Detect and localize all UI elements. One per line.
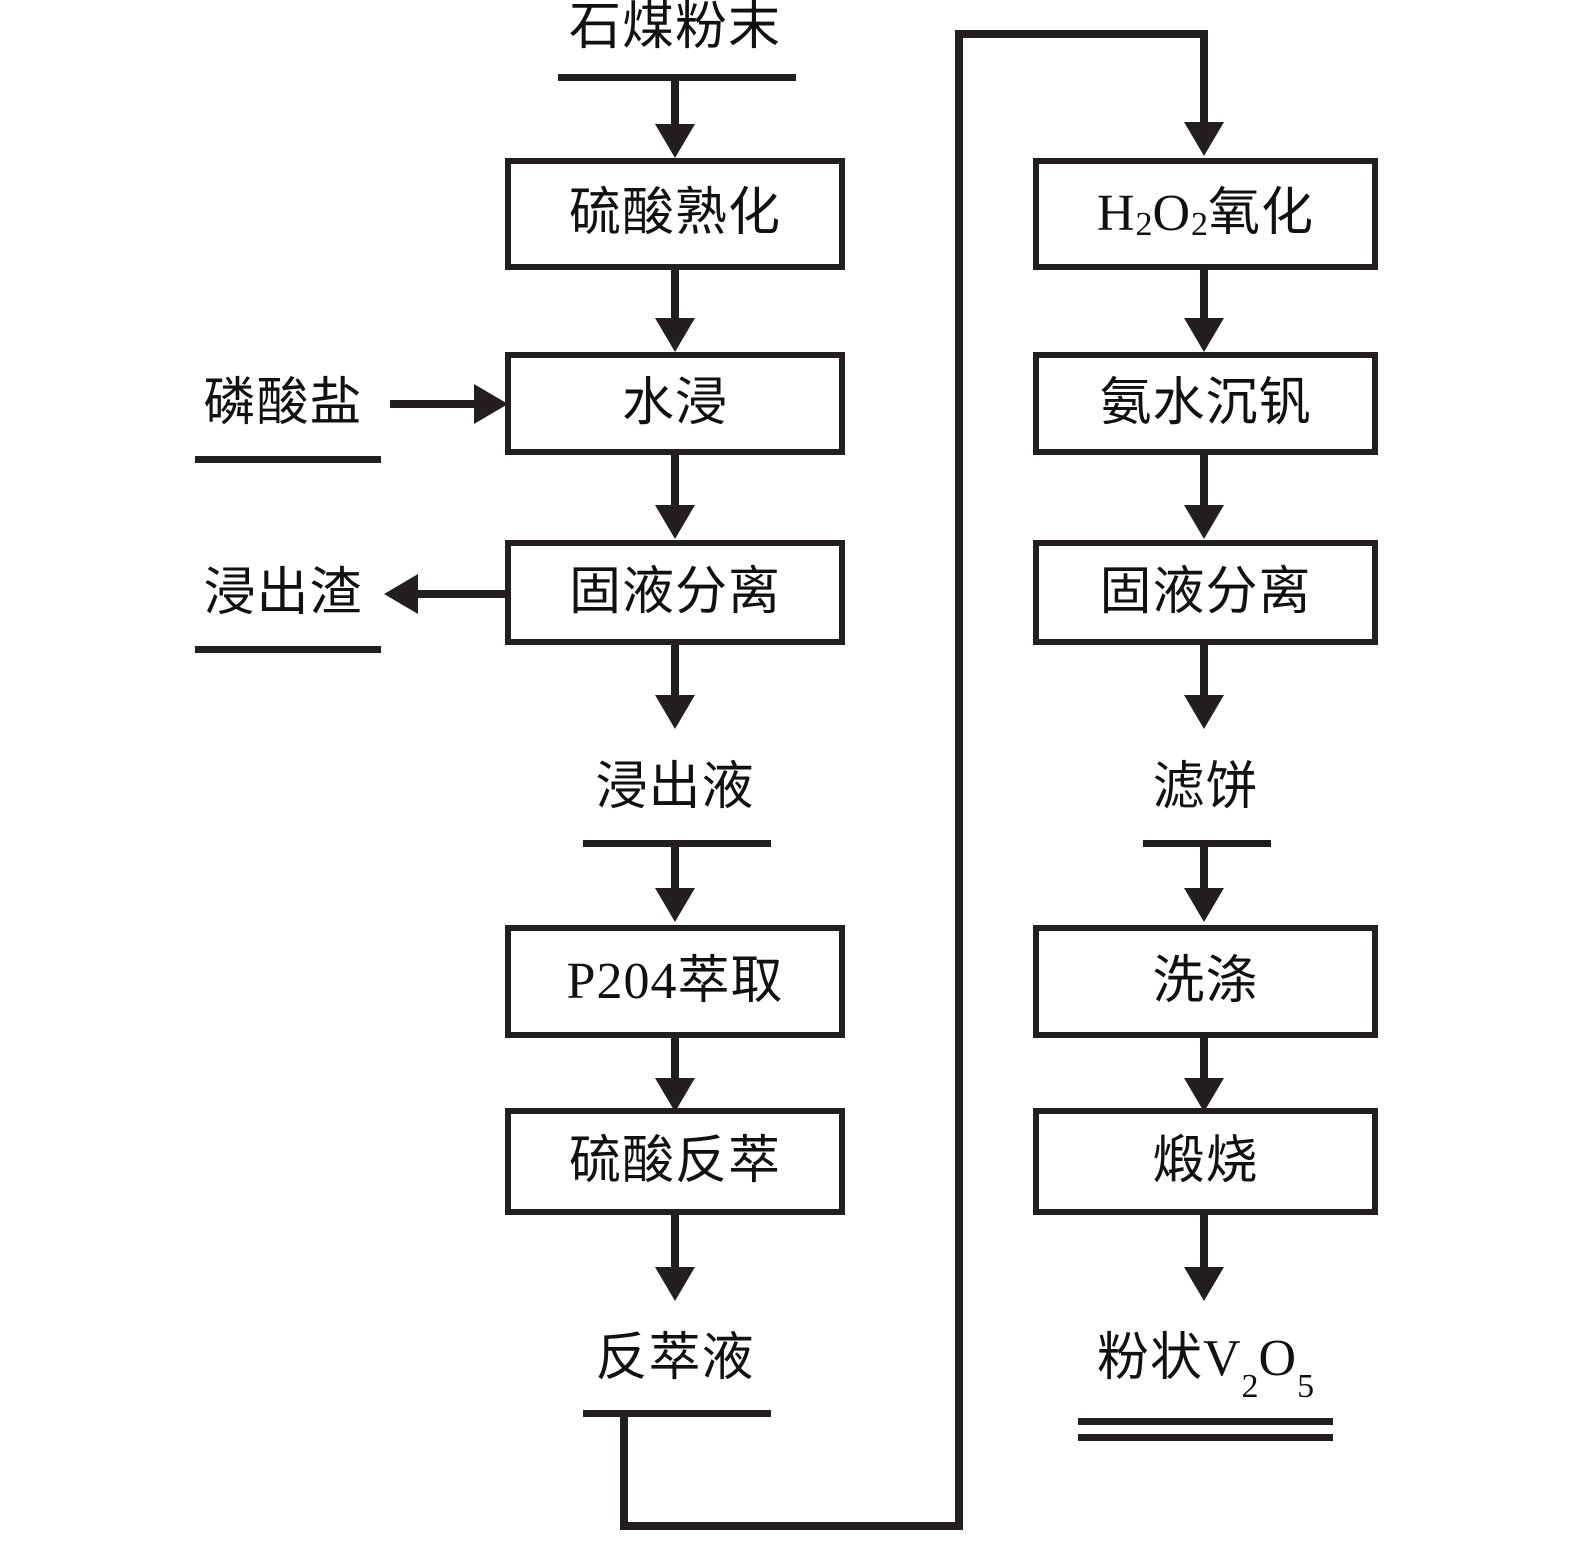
connector-leachate-to-p204 bbox=[671, 843, 679, 893]
recycle-line-up-right-side bbox=[955, 30, 963, 1530]
connector-phosphate-to-water-leaching bbox=[390, 400, 482, 408]
arrowhead-curing-to-water-leaching bbox=[655, 318, 695, 352]
recycle-line-bottom bbox=[620, 1522, 963, 1530]
arrowhead-input-to-curing bbox=[655, 124, 695, 158]
connector-water-leaching-to-separation bbox=[671, 455, 679, 517]
underline-phosphate bbox=[195, 456, 381, 463]
process-box-solid-liquid-separation-right[interactable]: 固液分离 bbox=[1033, 540, 1378, 645]
connector-input-to-curing bbox=[671, 77, 679, 132]
stream-label-stone-coal-powder: 石煤粉末 bbox=[568, 0, 781, 56]
stream-label-filter-cake: 滤饼 bbox=[1152, 759, 1259, 816]
arrowhead-leachate-to-p204 bbox=[655, 888, 695, 922]
underline-leaching-residue bbox=[195, 646, 381, 653]
product-label-powdered-v2o5: 粉状V2O5 bbox=[1033, 1330, 1378, 1404]
arrowhead-washing-to-calcination bbox=[1184, 1078, 1224, 1112]
process-box-solid-liquid-separation-left[interactable]: 固液分离 bbox=[505, 540, 845, 645]
connector-separation-to-leachate bbox=[671, 645, 679, 707]
connector-oxidation-to-precipitation bbox=[1200, 270, 1208, 330]
connector-p204-to-stripping bbox=[671, 1038, 679, 1086]
process-box-p204-extraction[interactable]: P204萃取 bbox=[505, 925, 845, 1038]
process-box-sulfuric-acid-stripping[interactable]: 硫酸反萃 bbox=[505, 1108, 845, 1215]
connector-curing-to-water-leaching bbox=[671, 270, 679, 330]
product-label-sub1: 2 bbox=[1241, 1368, 1259, 1406]
process-box-washing[interactable]: 洗涤 bbox=[1033, 925, 1378, 1038]
h2o2-oxidation-label-h: H bbox=[1096, 185, 1136, 242]
stream-label-strip-liquor: 反萃液 bbox=[595, 1330, 755, 1387]
h2o2-oxidation-label-o: O bbox=[1152, 185, 1192, 242]
process-box-ammonia-vanadium-precipitation[interactable]: 氨水沉钒 bbox=[1033, 352, 1378, 455]
connector-washing-to-calcination bbox=[1200, 1038, 1208, 1086]
arrowhead-calcination-to-product bbox=[1184, 1267, 1224, 1301]
arrowhead-separation-to-filter-cake bbox=[1184, 695, 1224, 729]
arrowhead-p204-to-stripping bbox=[655, 1078, 695, 1112]
product-label-sub2: 5 bbox=[1297, 1368, 1315, 1406]
arrowhead-filter-cake-to-washing bbox=[1184, 888, 1224, 922]
arrowhead-water-leaching-to-separation bbox=[655, 505, 695, 539]
connector-precipitation-to-separation bbox=[1200, 455, 1208, 517]
arrowhead-stripping-to-strip-liquor bbox=[655, 1267, 695, 1301]
connector-separation-to-residue bbox=[414, 590, 506, 598]
h2o2-oxidation-label-tail: 氧化 bbox=[1208, 185, 1315, 242]
connector-stripping-to-strip-liquor bbox=[671, 1215, 679, 1279]
arrowhead-separation-to-leachate bbox=[655, 695, 695, 729]
h2o2-oxidation-label-sub2: 2 bbox=[1191, 206, 1209, 243]
arrowhead-separation-to-residue bbox=[384, 574, 418, 614]
connector-filter-cake-to-washing bbox=[1200, 843, 1208, 893]
arrowhead-precipitation-to-separation bbox=[1184, 505, 1224, 539]
stream-label-leaching-residue: 浸出渣 bbox=[203, 565, 363, 622]
recycle-line-top bbox=[955, 30, 1208, 38]
process-box-calcination[interactable]: 煅烧 bbox=[1033, 1108, 1378, 1215]
arrowhead-recycle-to-oxidation bbox=[1184, 122, 1224, 156]
arrowhead-oxidation-to-precipitation bbox=[1184, 318, 1224, 352]
recycle-line-down-from-strip-liquor bbox=[620, 1413, 628, 1530]
h2o2-oxidation-label-sub1: 2 bbox=[1135, 206, 1153, 243]
product-label-prefix: 粉状V bbox=[1096, 1330, 1242, 1387]
underline-product-upper bbox=[1078, 1418, 1333, 1425]
recycle-line-down-into-oxidation bbox=[1200, 30, 1208, 128]
underline-product-lower bbox=[1078, 1434, 1333, 1441]
stream-label-leachate: 浸出液 bbox=[595, 759, 755, 816]
connector-separation-to-filter-cake bbox=[1200, 645, 1208, 707]
process-box-water-leaching[interactable]: 水浸 bbox=[505, 352, 845, 455]
stream-label-phosphate: 磷酸盐 bbox=[203, 375, 363, 432]
product-label-o: O bbox=[1258, 1330, 1298, 1387]
connector-calcination-to-product bbox=[1200, 1215, 1208, 1279]
underline-strip-liquor bbox=[583, 1410, 771, 1417]
arrowhead-phosphate-to-water-leaching bbox=[474, 384, 508, 424]
process-box-sulfuric-acid-curing[interactable]: 硫酸熟化 bbox=[505, 158, 845, 270]
